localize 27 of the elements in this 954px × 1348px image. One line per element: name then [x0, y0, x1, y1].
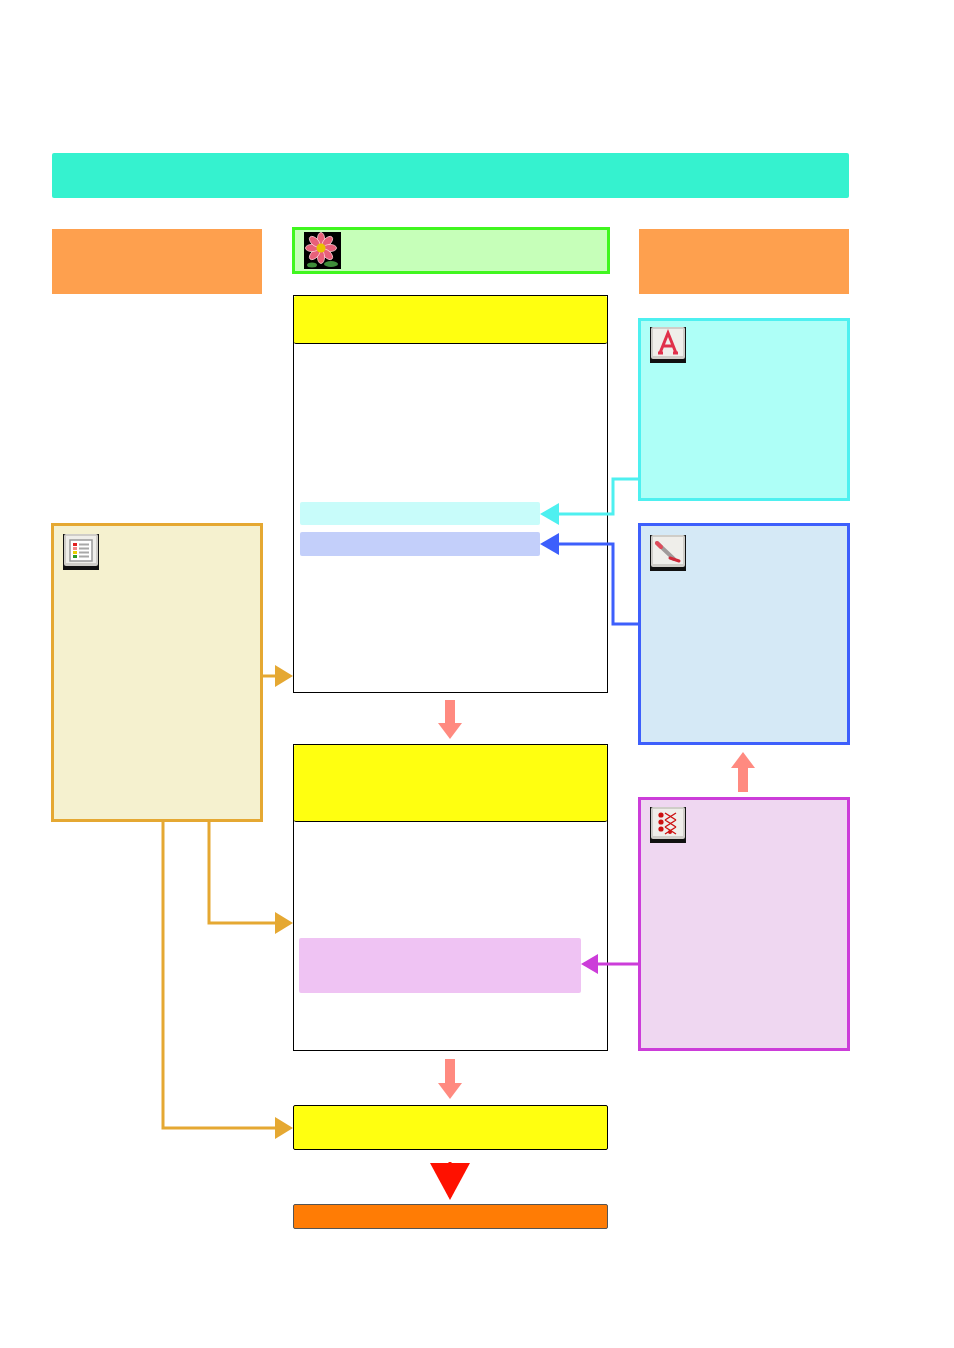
tab-box: [52, 229, 262, 294]
info-panel: [638, 523, 850, 745]
arrow: [581, 954, 638, 974]
process-box: [293, 295, 608, 693]
info-panel: [51, 523, 263, 822]
title-box: [292, 227, 610, 274]
arrow: [731, 752, 755, 792]
arrow: [540, 533, 638, 626]
arrow: [540, 477, 638, 525]
info-panel: [638, 318, 850, 501]
process-box: [293, 744, 608, 1051]
arrow: [207, 822, 293, 934]
arrow: [161, 822, 293, 1139]
output-bar: [293, 1204, 608, 1229]
arrow: [430, 1162, 470, 1200]
process-header: [294, 745, 607, 822]
result-bar: [293, 1105, 608, 1150]
banner-bar: [52, 153, 849, 198]
tab-box: [639, 229, 849, 294]
highlight-bar: [300, 532, 540, 556]
process-header: [294, 296, 607, 344]
arrow: [263, 665, 293, 687]
arrow: [438, 700, 462, 739]
highlight-bar: [300, 502, 540, 525]
highlight-bar: [299, 938, 581, 993]
info-panel: [638, 797, 850, 1051]
arrow: [438, 1059, 462, 1099]
